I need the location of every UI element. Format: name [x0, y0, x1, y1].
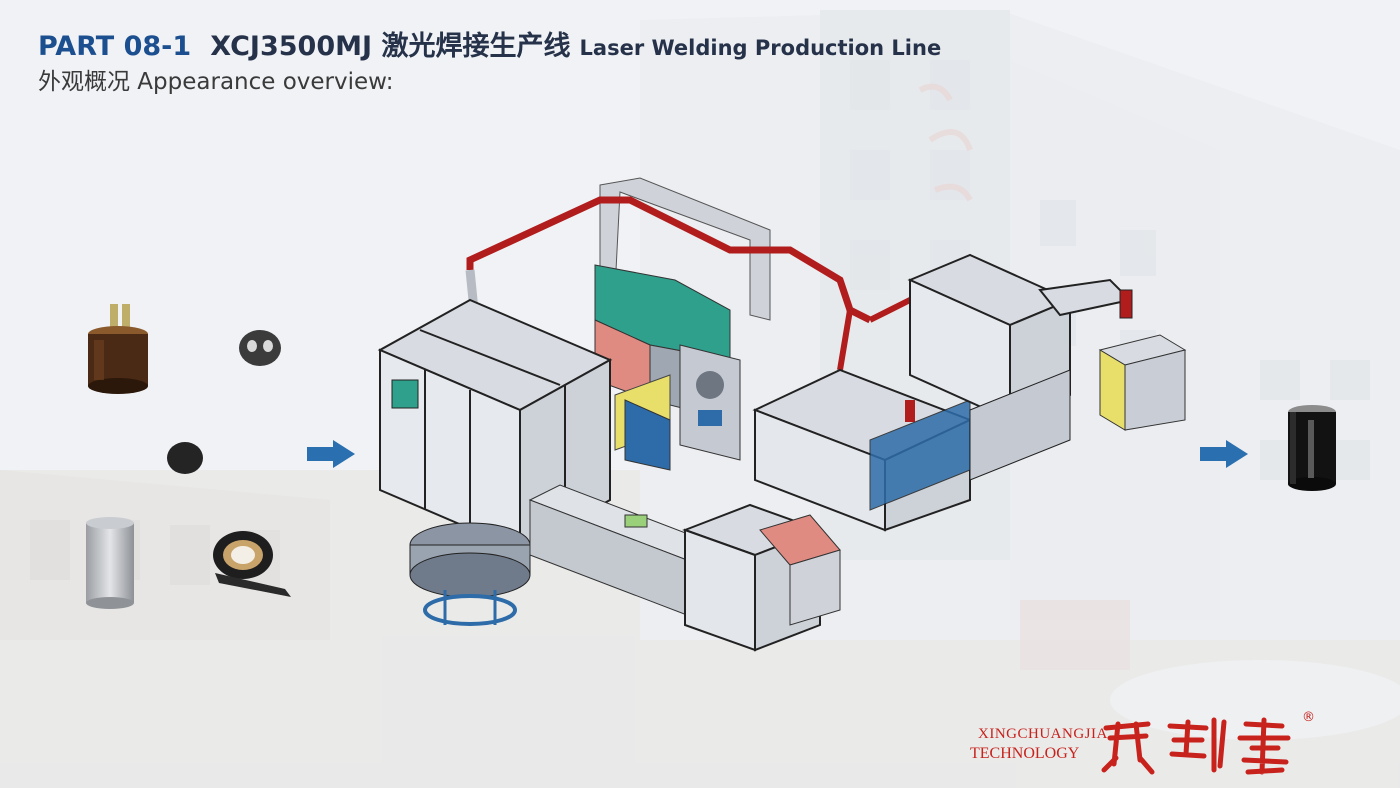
finished-capacitor-product [1288, 405, 1336, 491]
aluminum-can-component [86, 517, 134, 609]
arrow-right-icon [307, 440, 355, 468]
page-title: PART 08-1 XCJ3500MJ 激光焊接生产线 Laser Weldin… [38, 24, 941, 63]
rubber-plug-component [239, 330, 281, 366]
logo-calligraphy-mark [1101, 717, 1291, 775]
production-line-illustration [377, 177, 1187, 652]
logo-text-line2: TECHNOLOGY [970, 745, 1080, 762]
model-name: XCJ3500MJ 激光焊接生产线 [210, 31, 571, 62]
arrow-right-icon [1200, 440, 1248, 468]
capacitor-core-component [88, 304, 148, 394]
section-subtitle: 外观概况 Appearance overview: [38, 69, 394, 95]
tape-roll-component [213, 531, 291, 597]
company-logo: XINGCHUANGJIA TECHNOLOGY ® [968, 710, 1328, 782]
registered-mark: ® [1302, 710, 1315, 725]
logo-text-line1: XINGCHUANGJIA [978, 726, 1108, 742]
part-number: PART 08-1 [38, 31, 192, 62]
english-title: Laser Welding Production Line [579, 36, 942, 60]
rubber-disc-component [167, 442, 203, 474]
